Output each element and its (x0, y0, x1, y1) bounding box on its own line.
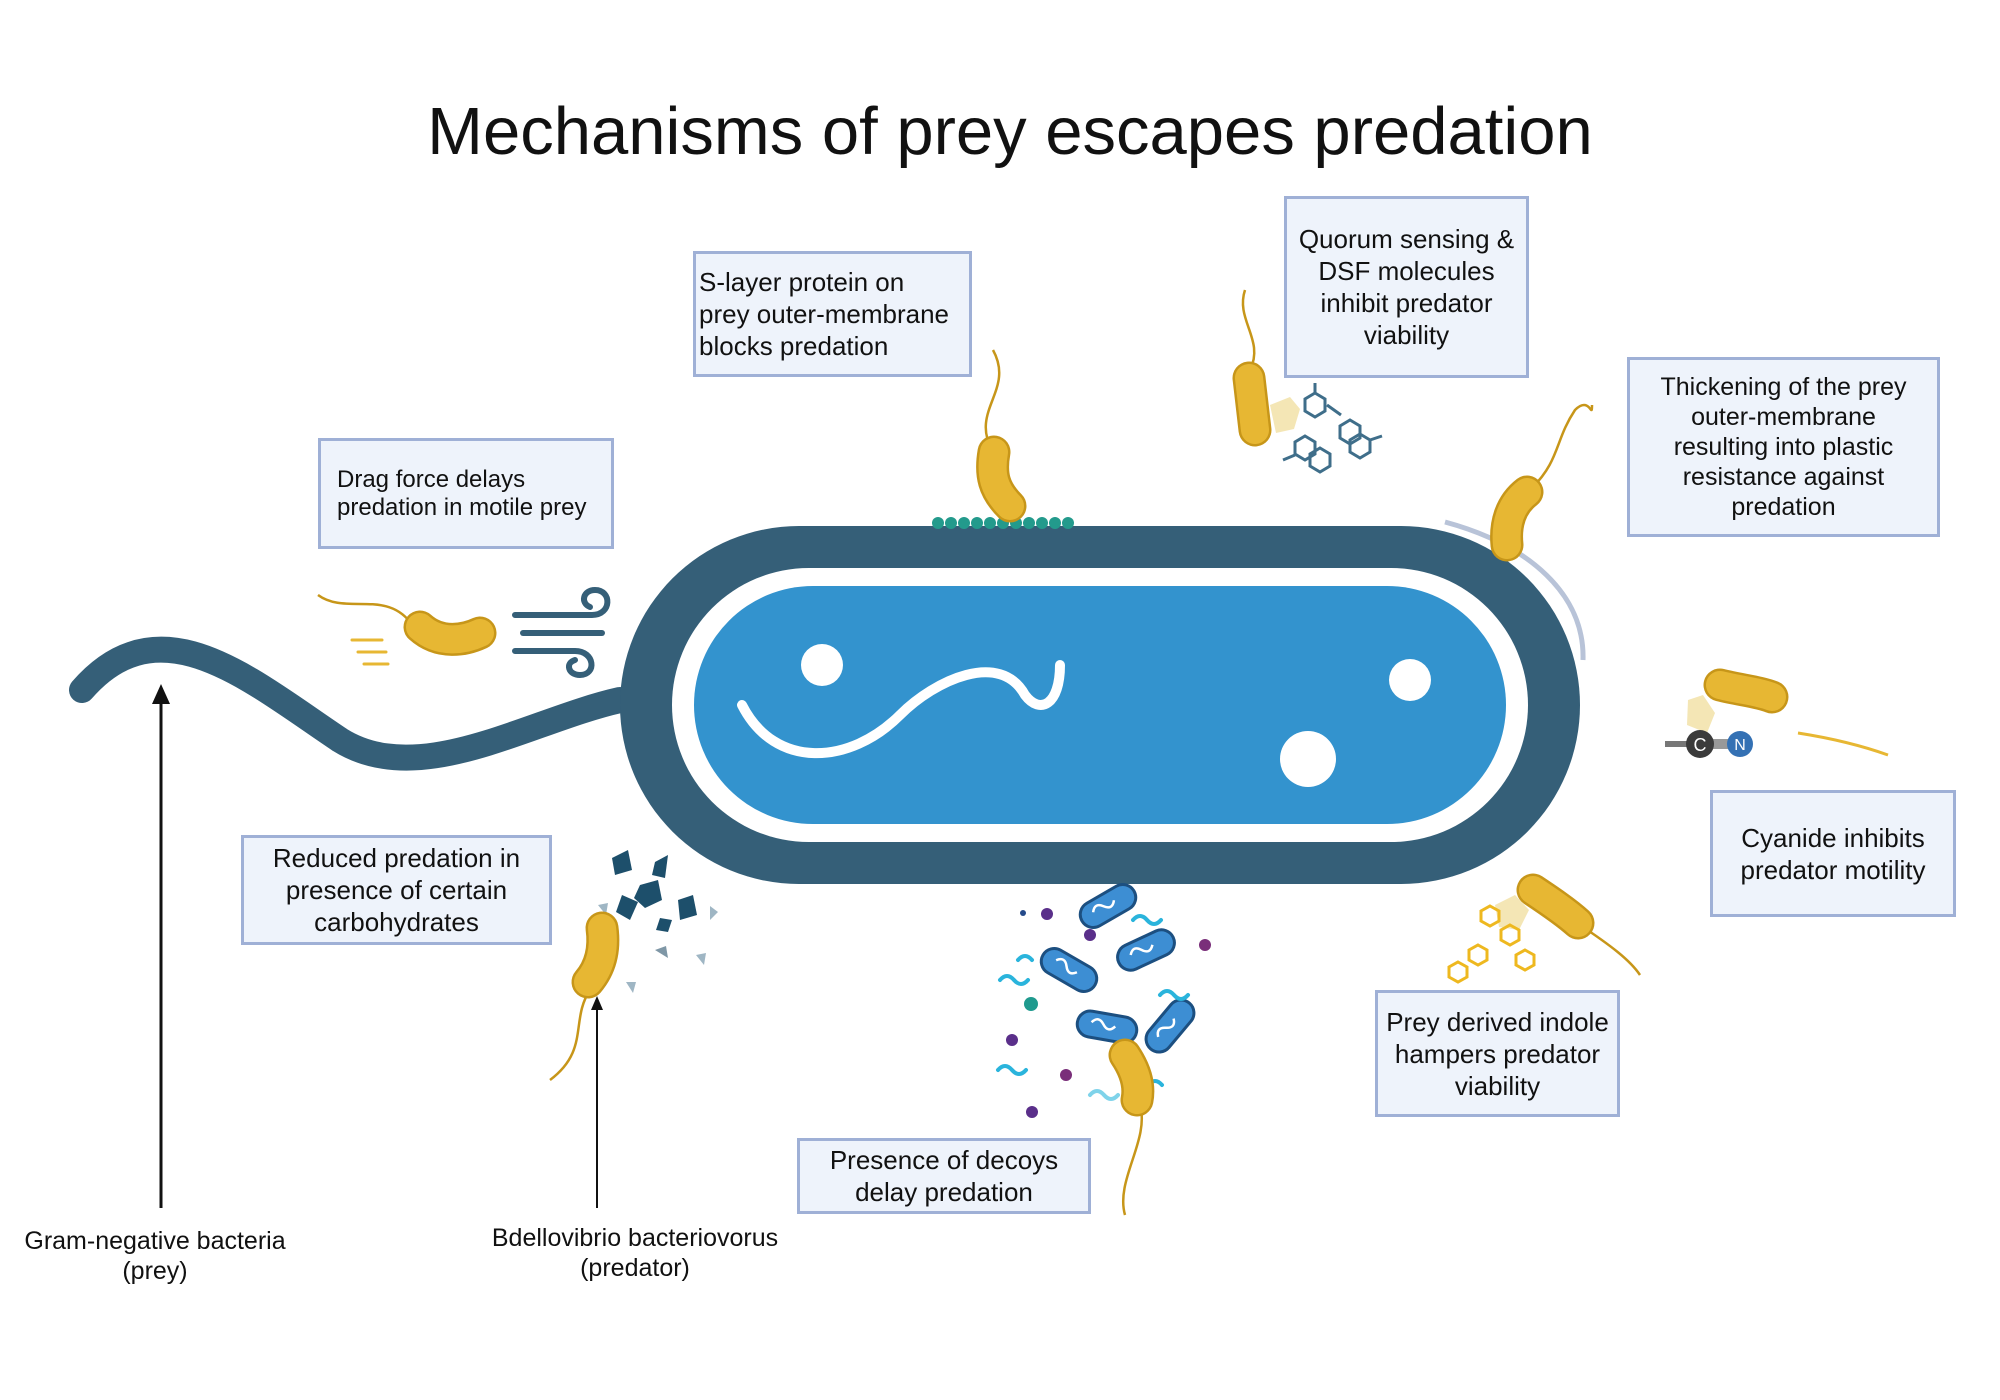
cyanide-box: Cyanide inhibits predator motility (1710, 790, 1956, 917)
predator-label: Bdellovibrio bacteriovorus (predator) (491, 1224, 779, 1282)
prey-cytoplasm (694, 586, 1506, 824)
indole-box: Prey derived indole hampers predator via… (1375, 990, 1620, 1117)
predator-bacterium-icon (1495, 873, 1642, 976)
prey-granule (1389, 659, 1431, 701)
drag-box: Drag force delays predation in motile pr… (318, 438, 614, 549)
thickening-text: Thickening of the prey outer-membrane re… (1660, 373, 1907, 521)
prey-granule (801, 644, 843, 686)
decoy-molecule-icon (1006, 908, 1211, 1118)
cyanide-text: Cyanide inhibits predator motility (1740, 822, 1926, 885)
quorum-box: Quorum sensing & DSF molecules inhibit p… (1284, 196, 1529, 378)
carbohydrates-box: Reduced predation in presence of certain… (241, 835, 552, 945)
decoys-text: Presence of decoys delay predation (829, 1145, 1059, 1207)
prey-label: Gram-negative bacteria (prey) (24, 1227, 286, 1285)
thickening-box: Thickening of the prey outer-membrane re… (1627, 357, 1940, 537)
predator-bacterium-icon (1687, 668, 1889, 757)
carbon-atom-label: C (1694, 735, 1707, 755)
slayer-text: S-layer protein on prey outer-membrane b… (699, 267, 949, 361)
prey-dna-icon (737, 660, 1065, 759)
predator-bacterium-icon (317, 593, 497, 666)
predator-bacterium-icon (1108, 1038, 1155, 1216)
page-title: Mechanisms of prey escapes predation (427, 94, 1593, 169)
decoy-dna-icon (996, 914, 1190, 1101)
arrow-icon (591, 996, 603, 1208)
wind-icon (512, 586, 611, 679)
prey-bacterium-icon (69, 526, 1580, 884)
arrow-icon (152, 684, 170, 1208)
indole-text: Prey derived indole hampers predator via… (1386, 1006, 1609, 1101)
carbohydrate-fragment-icon (598, 850, 718, 993)
slayer-beads-icon (932, 517, 1074, 529)
predator-bacterium-icon (1490, 403, 1594, 562)
drag-text: Drag force delays predation in motile pr… (337, 465, 587, 521)
thickened-membrane-arc (1444, 519, 1586, 661)
molecule-icon (1447, 904, 1536, 984)
nitrogen-atom-label: N (1734, 737, 1746, 754)
predator-bacterium-icon (549, 911, 620, 1081)
cyanide-icon: C N (1665, 730, 1753, 758)
decoys-box: Presence of decoys delay predation (797, 1138, 1091, 1214)
predator-bacterium-icon (1232, 289, 1300, 447)
prey-flagellum (69, 636, 633, 771)
decoy-cell-icon (1035, 878, 1201, 1059)
carbohydrates-text: Reduced predation in presence of certain… (272, 843, 521, 937)
quorum-text: Quorum sensing & DSF molecules inhibit p… (1298, 224, 1515, 350)
predator-bacterium-icon (976, 349, 1027, 523)
prey-granule (1280, 731, 1336, 787)
slayer-box: S-layer protein on prey outer-membrane b… (693, 251, 972, 377)
molecule-icon (1282, 383, 1383, 474)
